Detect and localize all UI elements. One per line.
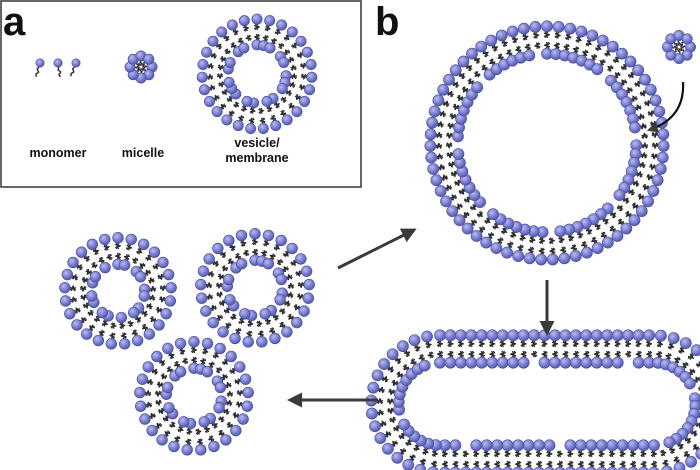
daughter-vesicle-2 — [195, 228, 315, 348]
panel-b-label: b — [375, 0, 399, 44]
arrow-micelle-insert — [646, 81, 685, 133]
panel-a-box — [0, 0, 362, 188]
monomer-2 — [53, 58, 63, 78]
micelle-label: micelle — [122, 146, 164, 160]
vesicle-label: vesicle/ — [234, 136, 280, 150]
elongated-vesicle — [365, 329, 700, 470]
large-vesicle — [424, 20, 670, 266]
panel-a-label: a — [3, 0, 26, 44]
membrane-label: membrane — [225, 151, 288, 165]
monomer-1 — [35, 58, 45, 77]
amphiphile-structures — [35, 13, 700, 470]
micelle-small — [124, 50, 158, 84]
vesicle-small — [196, 13, 318, 134]
daughter-vesicle-1 — [59, 232, 177, 350]
monomer-3 — [70, 58, 81, 77]
monomer-label: monomer — [30, 146, 87, 160]
daughter-vesicle-3 — [134, 336, 254, 456]
arrow-up-right — [337, 228, 417, 270]
micelle-insert — [661, 29, 696, 64]
